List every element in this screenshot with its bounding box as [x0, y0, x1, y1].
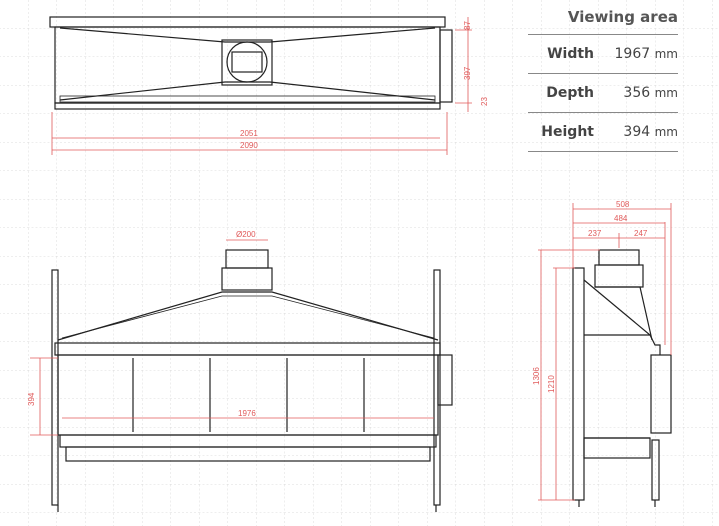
top-view-dimensions: [51, 17, 472, 155]
side-view: [572, 249, 672, 507]
spec-label: Width: [547, 46, 594, 62]
dim-247: 247: [634, 229, 648, 238]
spec-value: 1967: [614, 46, 651, 62]
dim-484: 484: [614, 214, 628, 223]
dim-1976: 1976: [238, 409, 256, 418]
side-view-dimensions: [538, 203, 672, 501]
spec-value: 356: [623, 85, 651, 101]
spec-label: Depth: [546, 85, 594, 101]
dim-237: 237: [588, 229, 602, 238]
spec-unit: mm: [654, 125, 678, 139]
spec-row-depth: Depth 356 mm: [528, 73, 678, 112]
front-view-dimensions: [30, 239, 434, 436]
viewing-area-title: Viewing area: [567, 8, 678, 26]
dim-1210: 1210: [547, 375, 556, 393]
spec-unit: mm: [654, 47, 678, 61]
dim-87: 87: [463, 21, 472, 30]
spec-label: Height: [541, 124, 594, 140]
dim-flue-diameter: Ø200: [236, 230, 256, 239]
spec-row-height: Height 394 mm: [528, 112, 678, 152]
front-view: [51, 249, 453, 512]
viewing-area-table: Viewing area Width 1967 mm Depth 356 mm …: [528, 0, 678, 152]
spec-value: 394: [623, 124, 651, 140]
dim-508: 508: [616, 200, 630, 209]
dim-2051: 2051: [240, 129, 258, 138]
spec-row-width: Width 1967 mm: [528, 34, 678, 73]
spec-unit: mm: [654, 86, 678, 100]
dim-394: 394: [27, 392, 36, 406]
dim-397: 397: [463, 66, 472, 80]
dim-23: 23: [480, 97, 489, 106]
dim-2090: 2090: [240, 141, 258, 150]
dim-1306: 1306: [532, 367, 541, 385]
top-view: [49, 16, 453, 110]
